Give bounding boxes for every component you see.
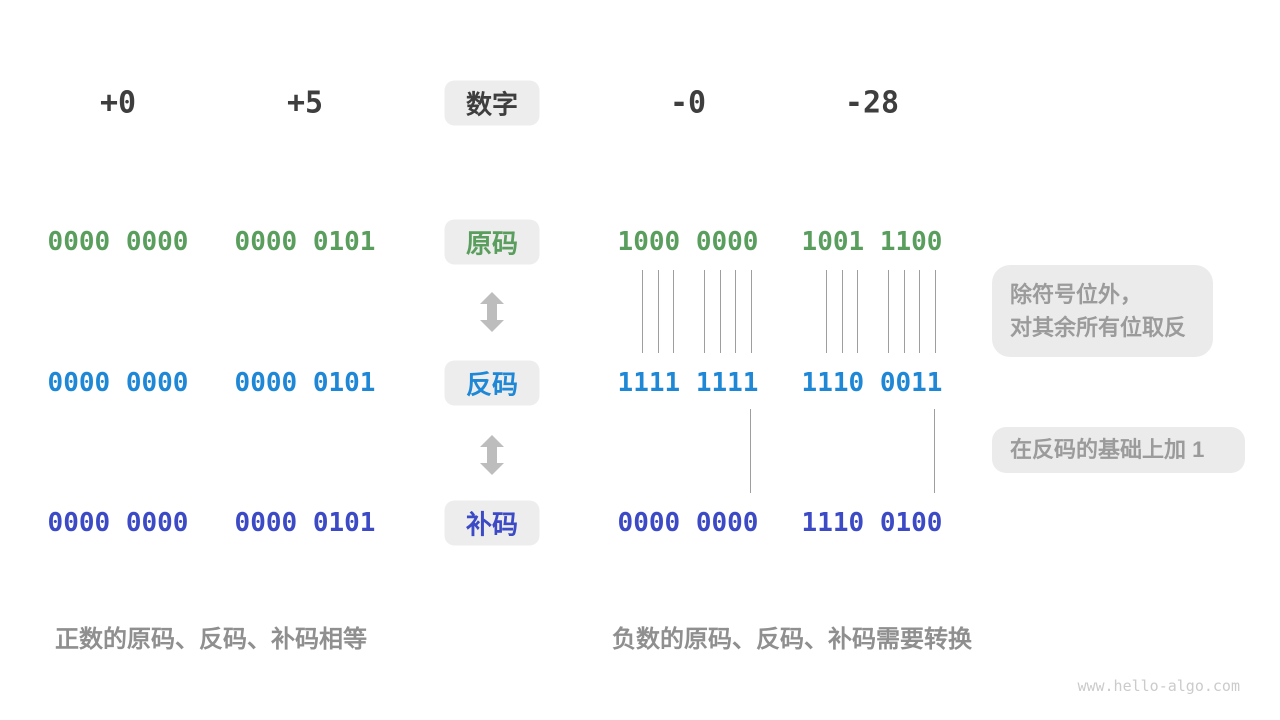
bit-line bbox=[903, 270, 905, 353]
caption-positive-numbers: 正数的原码、反码、补码相等 bbox=[55, 626, 367, 653]
plus-one-line-neg-zero bbox=[750, 409, 751, 493]
watermark-url: www.hello-algo.com bbox=[1077, 677, 1240, 695]
callout-line: 在反码的基础上加 1 bbox=[1010, 437, 1205, 462]
twos-complement-neg-zero: 0000 0000 bbox=[617, 508, 759, 538]
callout-add-one: 在反码的基础上加 1 bbox=[992, 427, 1245, 473]
ones-complement-pos-five: 0000 0101 bbox=[234, 368, 376, 398]
callout-line: 除符号位外， bbox=[1010, 282, 1143, 307]
caption-negative-numbers: 负数的原码、反码、补码需要转换 bbox=[612, 626, 972, 653]
callout-flip-bits: 除符号位外， 对其余所有位取反 bbox=[992, 265, 1213, 357]
badge-twos-complement: 补码 bbox=[444, 500, 540, 546]
bit-flip-lines-neg-zero bbox=[642, 270, 752, 353]
sign-magnitude-pos-five: 0000 0101 bbox=[234, 227, 376, 257]
ones-complement-neg-28: 1110 0011 bbox=[801, 368, 943, 398]
number-label-neg-28: -28 bbox=[844, 85, 900, 121]
bit-line bbox=[704, 270, 705, 353]
bit-line bbox=[673, 270, 674, 353]
number-label-pos-zero: +0 bbox=[99, 85, 137, 121]
twos-complement-pos-zero: 0000 0000 bbox=[47, 508, 189, 538]
bit-line bbox=[826, 270, 827, 353]
bit-flip-lines-neg-28 bbox=[826, 270, 936, 353]
header-badge-number: 数字 bbox=[444, 80, 540, 126]
plus-one-line-neg-28 bbox=[934, 409, 935, 493]
bit-line bbox=[919, 270, 920, 353]
double-arrow-icon bbox=[480, 435, 504, 475]
bit-line bbox=[888, 270, 889, 353]
number-label-neg-zero: -0 bbox=[669, 85, 707, 121]
sign-magnitude-pos-zero: 0000 0000 bbox=[47, 227, 189, 257]
ones-complement-neg-zero: 1111 1111 bbox=[617, 368, 759, 398]
twos-complement-pos-five: 0000 0101 bbox=[234, 508, 376, 538]
badge-sign-magnitude: 原码 bbox=[444, 219, 540, 265]
twos-complement-neg-28: 1110 0100 bbox=[801, 508, 943, 538]
double-arrow-icon bbox=[480, 292, 504, 332]
ones-complement-pos-zero: 0000 0000 bbox=[47, 368, 189, 398]
callout-line: 对其余所有位取反 bbox=[1010, 315, 1187, 340]
badge-ones-complement: 反码 bbox=[444, 360, 540, 406]
bit-line bbox=[719, 270, 721, 353]
sign-magnitude-neg-28: 1001 1100 bbox=[801, 227, 943, 257]
sign-magnitude-neg-zero: 1000 0000 bbox=[617, 227, 759, 257]
bit-line bbox=[735, 270, 736, 353]
bit-line bbox=[841, 270, 843, 353]
bit-line bbox=[657, 270, 659, 353]
bit-line bbox=[642, 270, 643, 353]
bit-line bbox=[750, 270, 752, 353]
bit-line bbox=[934, 270, 936, 353]
number-label-pos-five: +5 bbox=[286, 85, 324, 121]
bit-line bbox=[857, 270, 858, 353]
